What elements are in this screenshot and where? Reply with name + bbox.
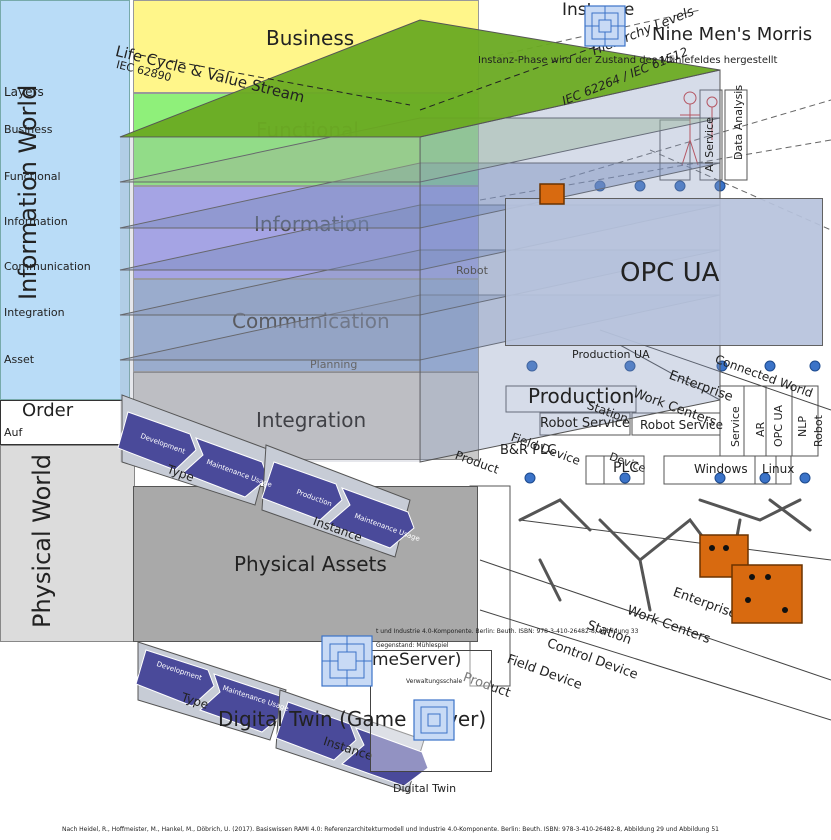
opc-ua-label: OPC UA (620, 258, 720, 288)
citation: Nach Heidel, R., Hoffmeister, M., Hankel… (62, 826, 719, 833)
layer-label-business: Business (4, 123, 53, 136)
information-world-panel (0, 0, 130, 400)
business-layer-label: Business (266, 26, 355, 50)
verwaltungsschale-label: Verwaltungsschale (406, 678, 463, 685)
robot-service-label: Robot Service (540, 416, 630, 431)
layer-label-asset: Asset (4, 353, 35, 366)
gegenstand-label: Gegenstand: Mühlespiel (376, 642, 449, 649)
digital-twin-caption: Digital Twin (393, 782, 457, 795)
robot-label: Robot (456, 264, 488, 277)
layers-heading: Layers (4, 85, 44, 99)
robot-service-label-2: Robot Service (640, 418, 723, 432)
layer-label-functional: Functional (4, 170, 61, 183)
order-label: Order (22, 400, 74, 421)
physical-world-panel (0, 445, 135, 642)
small-caption: t und Industrie 4.0-Komponente. Berlin: … (376, 628, 639, 635)
phase-note: Instanz-Phase wird der Zustand des Mühle… (478, 55, 778, 66)
layer-label-information: Information (4, 215, 68, 228)
order-box (0, 400, 135, 445)
auf-label: Auf (4, 426, 23, 439)
information-layer-label: Information (254, 212, 370, 236)
plc-label: PLC (613, 460, 640, 476)
communication-layer-label: Communication (232, 309, 390, 333)
layer-label-integration: Integration (4, 306, 65, 319)
br-plc-label: B&R PLC (500, 443, 557, 458)
linux-label: Linux (762, 462, 795, 476)
game-server-partial-label: meServer) (372, 650, 462, 670)
information-layer (133, 186, 479, 279)
layer-label-communication: Communication (4, 260, 91, 273)
opc-ua-box (505, 198, 823, 346)
production-ua-label: Production UA (572, 348, 650, 361)
production-label: Production (528, 384, 635, 408)
windows-label: Windows (694, 462, 748, 476)
physical-assets-label: Physical Assets (234, 552, 387, 576)
planning-label: Planning (310, 358, 358, 371)
integration-layer-label: Integration (256, 408, 367, 432)
nine-mens-morris-title: Nine Men's Morris (652, 24, 813, 45)
